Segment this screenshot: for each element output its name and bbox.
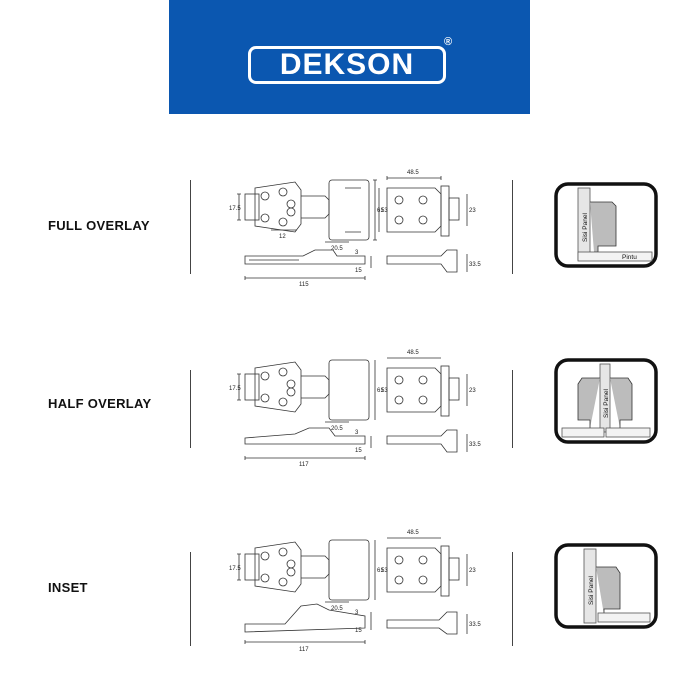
mounting-plate [328,179,370,241]
hinge-right [610,377,633,428]
door-right [605,427,651,438]
dim-48-5: 48.5 [407,350,419,356]
door-panel [597,612,651,623]
dim-23: 23 [469,208,476,214]
hinge-side-profile [244,249,366,265]
logo-frame [248,46,446,84]
full-overlay-hinge-drawing: 17.5 12 20.5 61 115 3 15 48.5 53 23 33.5 [229,170,481,288]
divider-left-2 [190,370,191,448]
panel-label: Sisi Panel [582,213,589,242]
inset-installation-thumb: Sisi Panel [554,543,658,629]
dim-23: 23 [469,568,476,574]
dim-15: 15 [355,628,362,634]
dim-15: 15 [355,268,362,274]
hinge-cup-side [244,193,260,221]
divider-left-3 [190,552,191,646]
row-label-half-overlay: HALF OVERLAY [48,396,152,411]
logo-text: DEKSON [279,48,415,81]
dim-53: 53 [381,568,388,574]
dim-3: 3 [355,430,359,436]
panel-label: Sisi Panel [603,389,610,418]
row-label-inset: INSET [48,580,88,595]
dim-20-5: 20.5 [331,246,343,252]
dim-33-5: 33.5 [469,262,481,268]
hinge-body [590,201,617,253]
dim-3: 3 [355,610,359,616]
dim-23: 23 [469,388,476,394]
hinge-body [596,566,621,615]
dim-20-5: 20.5 [331,606,343,612]
registered-mark: ® [444,36,453,48]
dim-20-5: 20.5 [331,426,343,432]
dim-53: 53 [381,388,388,394]
dim-33-5: 33.5 [469,622,481,628]
dim-61: 61 [377,208,384,214]
dim-33-5: 33.5 [469,442,481,448]
dim-48-5: 48.5 [407,530,419,536]
divider-right-1 [512,180,513,274]
door-left [561,427,605,438]
dim-61: 61 [377,388,384,394]
hinge-plate-outline [254,181,302,233]
dim-17-5: 17.5 [229,386,241,392]
panel-label: Sisi Panel [588,576,595,605]
dim-61: 61 [377,568,384,574]
divider-left-1 [190,180,191,274]
divider-right-3 [512,552,513,646]
door-panel [577,251,653,262]
dim-117: 117 [299,647,309,653]
dim-17-5: 17.5 [229,206,241,212]
inset-hinge-drawing: 17.5 20.5 61 117 3 15 48.5 53 23 33.5 [229,530,481,653]
baseplate-outline [386,187,442,233]
dim-115: 115 [299,282,309,288]
dekson-logo: DEKSON ® [248,36,452,84]
brand-banner: DEKSON ® [169,0,530,114]
dim-3: 3 [355,250,359,256]
dim-15: 15 [355,448,362,454]
hinge-left [577,377,600,428]
full-overlay-installation-thumb: Sisi Panel Pintu [554,182,658,268]
row-label-full-overlay: FULL OVERLAY [48,218,150,233]
half-overlay-installation-thumb: Sisi Panel [554,358,658,444]
cabinet-side-panel [583,548,597,624]
half-overlay-hinge-drawing: 17.5 20.5 61 117 3 15 48.5 53 23 33.5 [229,350,481,468]
door-label: Pintu [622,254,637,261]
dim-17-5: 17.5 [229,566,241,572]
dim-117: 117 [299,462,309,468]
dim-53: 53 [381,208,388,214]
dim-12: 12 [279,234,286,240]
divider-right-2 [512,370,513,448]
cabinet-side-panel [599,363,611,433]
dim-48-5: 48.5 [407,170,419,176]
